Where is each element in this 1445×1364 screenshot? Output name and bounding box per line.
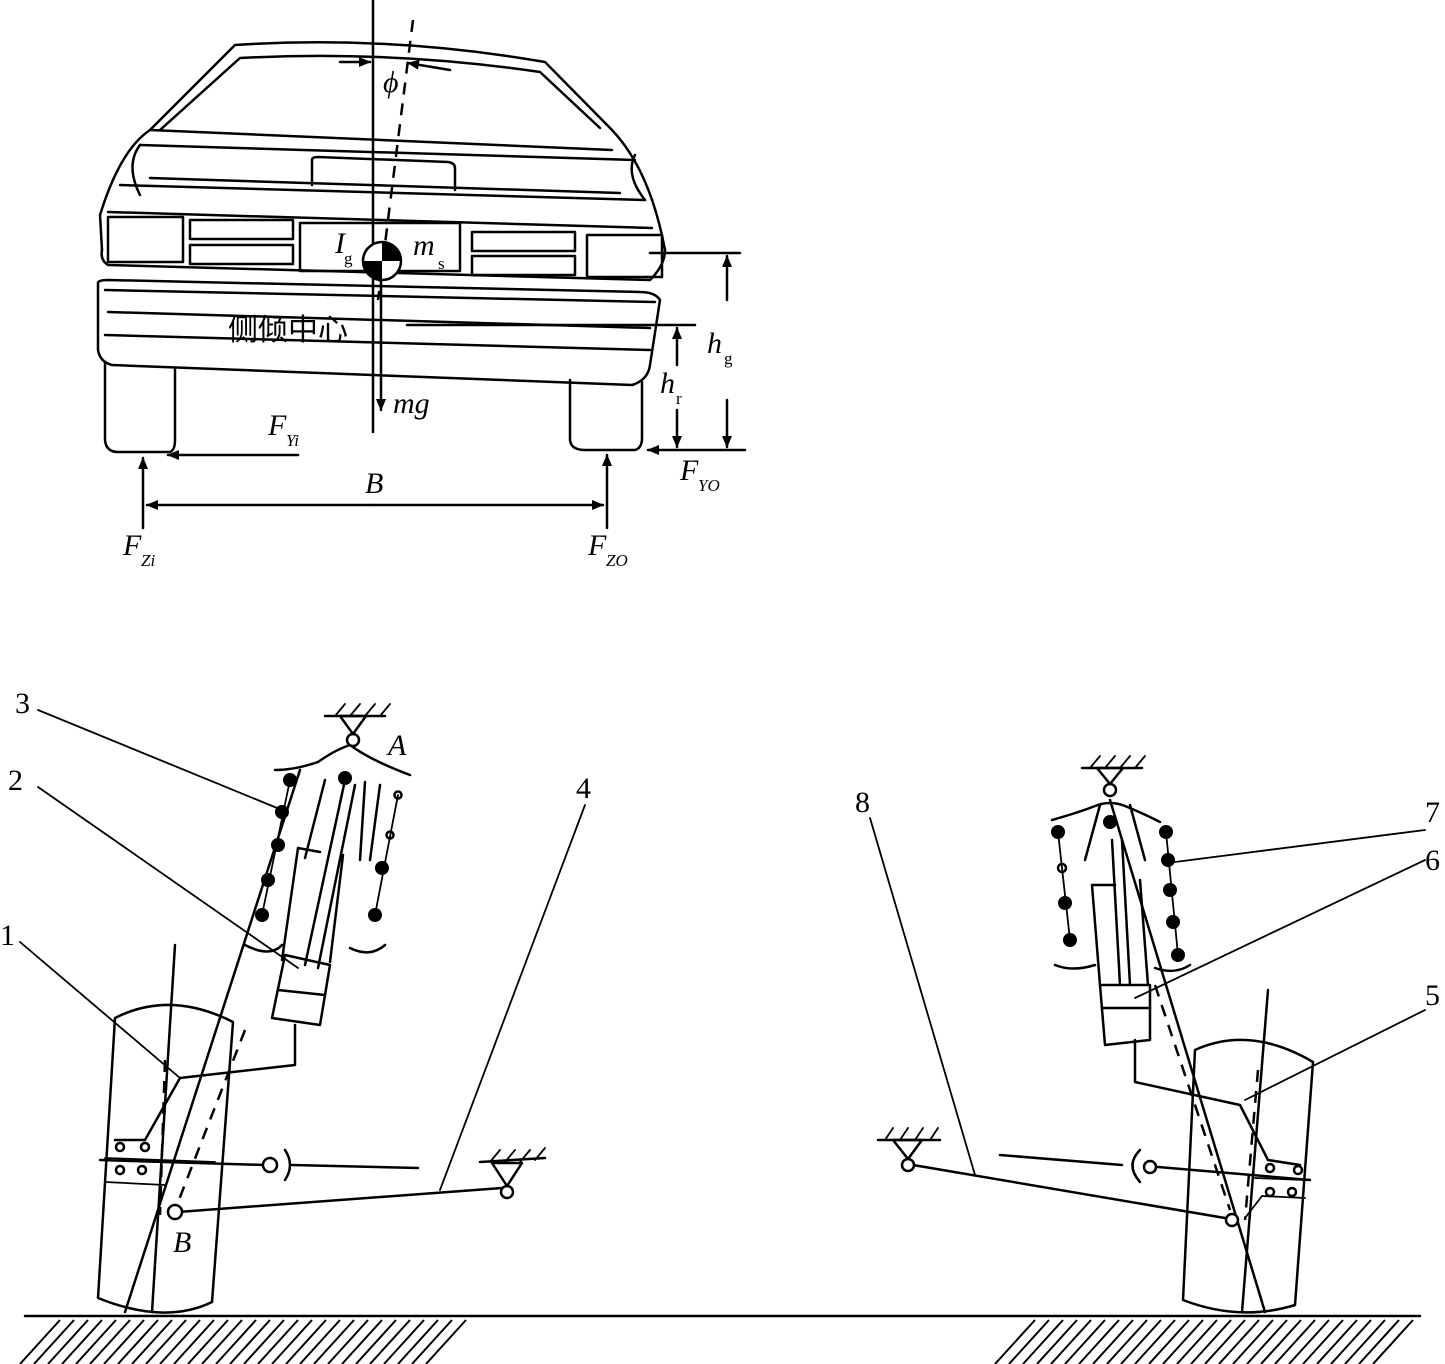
left-wheel: [103, 360, 177, 454]
left-suspension: B A: [0, 687, 591, 1314]
right-wheel: [568, 378, 644, 452]
phi-label: ϕ: [383, 66, 399, 99]
fyo-label: F: [679, 454, 699, 487]
fyi-label: F: [267, 409, 287, 442]
right-shock-body: [1098, 983, 1152, 1047]
left-shock-body: [270, 953, 332, 1027]
svg-text:g: g: [724, 349, 733, 368]
right-headlamp-curve: [630, 153, 647, 202]
roll-center-label: 侧倾中心: [228, 313, 348, 348]
ig-label: I: [334, 227, 347, 260]
callout-8: 8: [855, 786, 870, 819]
point-a-joint: [345, 732, 361, 748]
point-b-joint: [166, 1203, 184, 1221]
car-front-view: ϕ I g m s mg 侧倾中心 h g h r F YO: [96, 0, 747, 570]
callout-4: 4: [576, 772, 591, 805]
windshield-line: [158, 54, 602, 132]
svg-text:r: r: [676, 389, 682, 408]
hood-line: [148, 128, 614, 152]
callout-6: 6: [1425, 844, 1440, 877]
svg-text:s: s: [438, 254, 445, 273]
callout-2: 2: [8, 764, 23, 797]
left-lower-arm: [176, 1186, 504, 1214]
ground-hatch-left: [19, 1319, 467, 1364]
right-lower-arm: [911, 1163, 1227, 1220]
svg-text:g: g: [344, 249, 353, 268]
fzo-label: F: [587, 529, 607, 562]
fzi-label: F: [122, 529, 142, 562]
point-b-label: B: [173, 1226, 191, 1259]
right-side-lamp: [585, 233, 664, 279]
callout-3: 3: [15, 687, 30, 720]
left-headlamp-curve: [131, 143, 142, 197]
license-recess: [310, 155, 457, 192]
ground-hatch-right: [994, 1319, 1414, 1364]
svg-text:ZO: ZO: [606, 551, 628, 570]
callout-5: 5: [1425, 979, 1440, 1012]
left-suspension-wheel: [96, 1003, 235, 1314]
callout-1: 1: [0, 919, 15, 952]
svg-text:YO: YO: [698, 476, 720, 495]
hr-label: h: [660, 367, 675, 400]
right-suspension: 8 7 6 5: [855, 755, 1440, 1314]
car-body-outline: [98, 41, 667, 252]
track-width-label: B: [365, 467, 383, 500]
center-of-gravity-icon: [361, 240, 403, 282]
svg-text:Zi: Zi: [141, 551, 155, 570]
mg-label: mg: [393, 387, 430, 420]
ms-label: m: [413, 229, 435, 262]
callout-7: 7: [1425, 796, 1440, 829]
right-suspension-wheel: [1181, 1038, 1315, 1314]
left-side-lamp: [106, 215, 185, 264]
point-a-label: A: [386, 729, 407, 762]
hg-label: h: [707, 327, 722, 360]
svg-text:Yi: Yi: [286, 431, 299, 450]
ground: [19, 1314, 1422, 1364]
